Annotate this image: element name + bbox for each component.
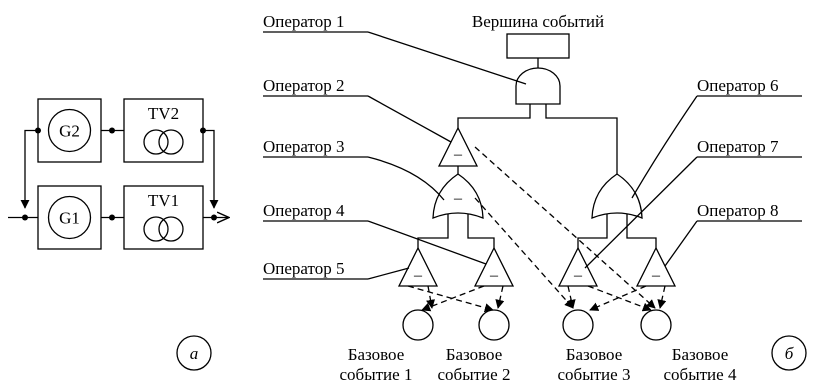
- transformer-tv2-coil-left: [143, 129, 169, 155]
- basic-event-3-circle: [562, 309, 594, 341]
- not-gate-operator-5: [397, 246, 439, 287]
- edge-op6-op7: [577, 214, 608, 248]
- basic-event-2-line-1: Базовое: [446, 345, 503, 364]
- operator-2-label: Оператор 2: [263, 76, 344, 95]
- top-event-label: Вершина событий: [472, 12, 604, 31]
- operator-5-label: Оператор 5: [263, 259, 344, 278]
- generator-g1-label: G1: [59, 209, 80, 228]
- node-dot: [211, 214, 217, 221]
- node-dot: [109, 127, 115, 134]
- panel-label-b: б: [785, 344, 794, 363]
- operator-5-leader: [367, 267, 410, 280]
- panel-label-a-circle: [176, 335, 212, 371]
- generator-g1-symbol: [47, 195, 92, 240]
- not-gate-operator-4: [473, 246, 515, 287]
- basic-event-1-line-2: событие 1: [340, 365, 413, 384]
- transformer-tv1-label: TV1: [148, 191, 179, 210]
- edge-op3-op5: [417, 214, 449, 248]
- node-dot: [200, 127, 206, 134]
- negation-mark: –: [651, 267, 661, 284]
- edge-op6-op8: [626, 214, 657, 248]
- and-gate-operator-1: [515, 67, 561, 105]
- negation-mark: –: [573, 267, 583, 284]
- operator-7-leader: [584, 156, 698, 269]
- basic-event-4-line-1: Базовое: [672, 345, 729, 364]
- fault-tree: Вершина событий – – – – – –: [263, 12, 807, 384]
- edge-op1-op6: [545, 104, 618, 176]
- operator-6-leader: [631, 95, 698, 199]
- wire-g2-left-loop: [20, 129, 38, 209]
- operator-4-label: Оператор 4: [263, 201, 345, 220]
- dashed-edge: [566, 285, 576, 309]
- negation-mark: –: [413, 267, 423, 284]
- edge-op1-op2: [457, 104, 531, 128]
- operator-3-leader: [367, 156, 445, 201]
- panel-label-a: а: [190, 344, 199, 363]
- transformer-tv2-label: TV2: [148, 104, 179, 123]
- top-event-box: [506, 33, 570, 59]
- basic-event-3-line-2: событие 3: [558, 365, 631, 384]
- operator-3-label: Оператор 3: [263, 137, 344, 156]
- or-gate-operator-3: [432, 173, 484, 219]
- transformer-tv1-coil-right: [158, 216, 184, 242]
- dashed-edge: [421, 285, 485, 312]
- basic-event-2-circle: [478, 309, 510, 341]
- basic-event-3-line-1: Базовое: [566, 345, 623, 364]
- panel-label-b-circle: [771, 335, 807, 371]
- basic-event-1-circle: [402, 309, 434, 341]
- wire-tv2-right-loop: [203, 129, 219, 209]
- not-gate-operator-7: [557, 246, 599, 287]
- dashed-edge: [587, 285, 652, 312]
- basic-event-1-line-1: Базовое: [348, 345, 405, 364]
- generator-g2-symbol: [47, 108, 92, 153]
- not-gate-operator-8: [635, 246, 677, 287]
- operator-6-label: Оператор 6: [697, 76, 778, 95]
- node-dot: [22, 214, 28, 221]
- operator-8-leader: [664, 220, 698, 267]
- generator-g2-label: G2: [59, 122, 80, 141]
- operator-2-leader: [367, 95, 452, 143]
- dashed-edge-op3: [474, 197, 574, 309]
- transformer-tv1-coil-left: [143, 216, 169, 242]
- edge-op3-op4: [467, 214, 495, 248]
- dashed-edge: [426, 285, 436, 309]
- negation-mark: –: [489, 267, 499, 284]
- operator-7-label: Оператор 7: [697, 137, 779, 156]
- operator-1-leader: [367, 31, 527, 85]
- power-schematic: G2 TV2 G1 TV1 а: [8, 98, 229, 371]
- node-dot: [35, 127, 41, 134]
- dashed-edge-op2: [474, 146, 656, 309]
- transformer-tv2-coil-right: [158, 129, 184, 155]
- dashed-edge: [495, 285, 505, 309]
- dashed-edge: [657, 285, 667, 309]
- basic-event-2-line-2: событие 2: [438, 365, 511, 384]
- node-dot: [109, 214, 115, 221]
- negation-mark: –: [453, 146, 463, 163]
- operator-1-label: Оператор 1: [263, 12, 344, 31]
- dashed-edge: [407, 285, 494, 313]
- basic-event-4-line-2: событие 4: [664, 365, 737, 384]
- operator-4-leader: [367, 220, 487, 265]
- basic-event-4-circle: [640, 309, 672, 341]
- negation-mark: –: [453, 190, 463, 207]
- or-gate-operator-6: [591, 173, 643, 219]
- dashed-edge: [589, 285, 647, 311]
- operator-8-label: Оператор 8: [697, 201, 778, 220]
